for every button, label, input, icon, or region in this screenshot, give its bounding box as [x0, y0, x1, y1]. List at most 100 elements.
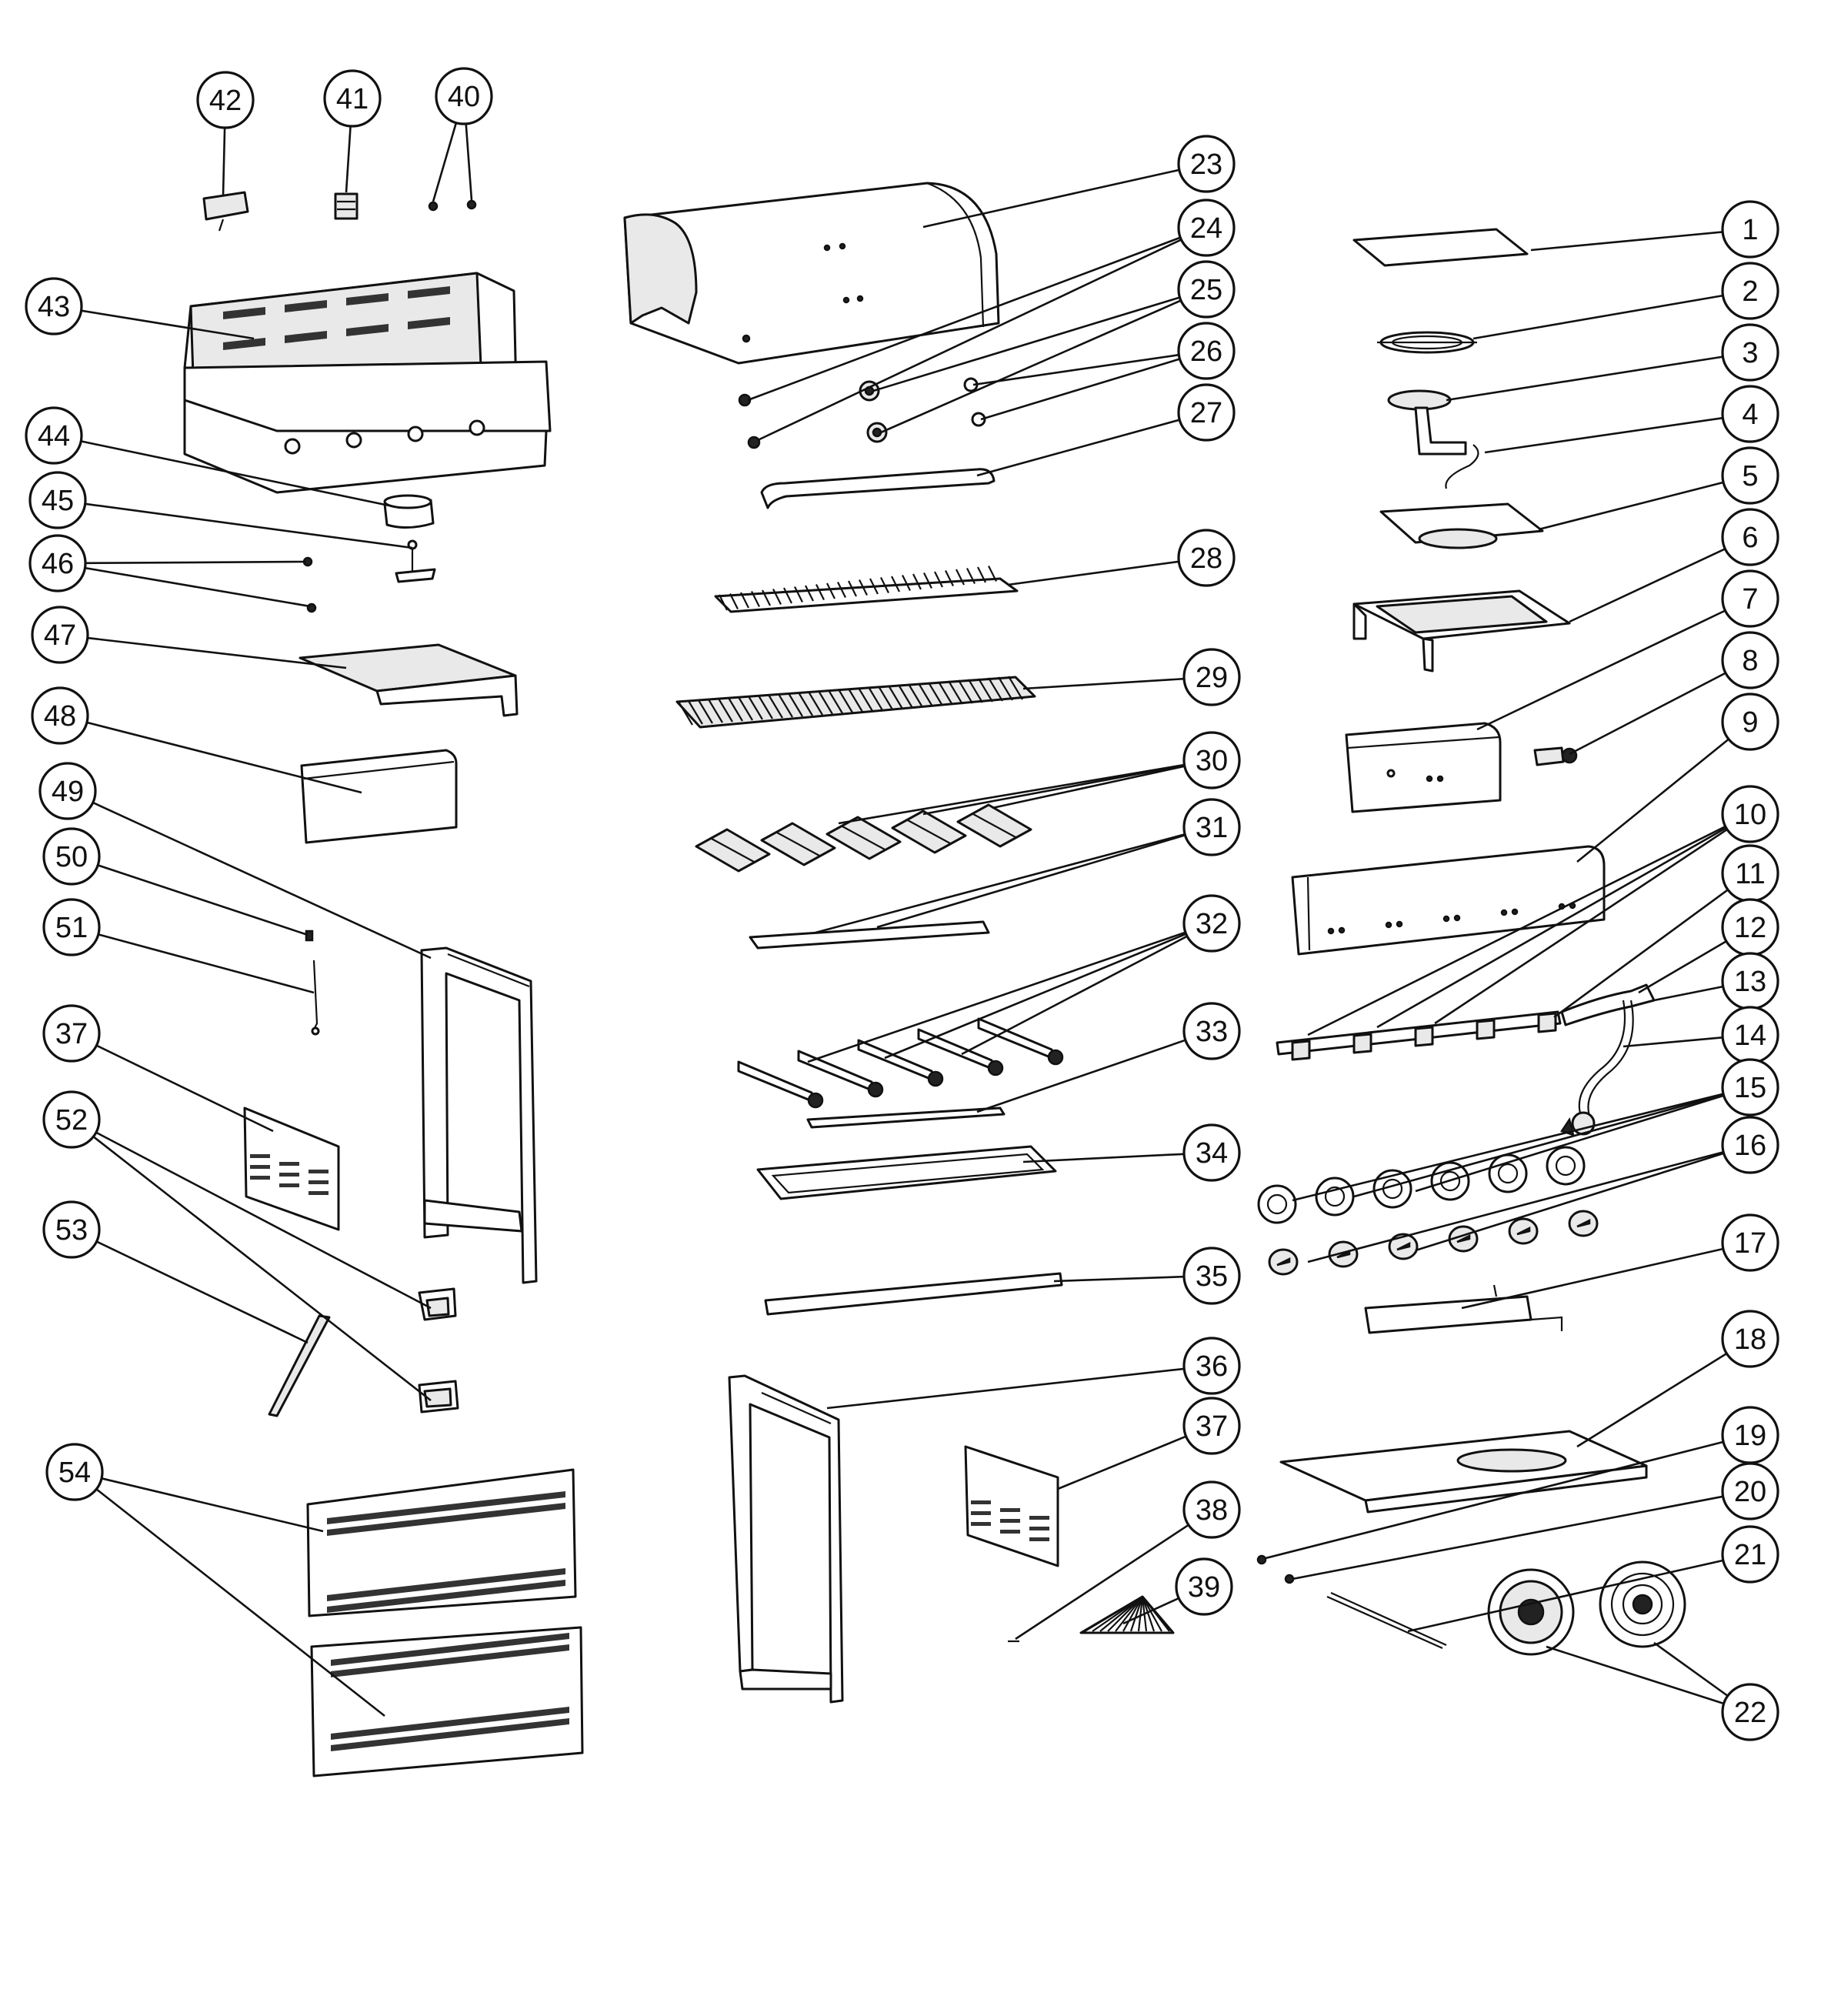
- lid-part: [623, 182, 1000, 365]
- callout-label: 38: [1196, 1494, 1228, 1527]
- callout-label: 39: [1188, 1571, 1220, 1604]
- handle-part: [760, 468, 996, 509]
- side-burner-frame-part: [1352, 589, 1571, 673]
- callout-circle: [1721, 1683, 1779, 1741]
- leader-line-c7-0: [1476, 609, 1726, 731]
- leader-line-c30-2: [992, 765, 1186, 809]
- leader-line-c28-0: [1007, 560, 1179, 586]
- leader-line-c15-0: [1292, 1093, 1724, 1202]
- heat-bar-part: [749, 920, 990, 950]
- callout-c19: 19: [1721, 1406, 1779, 1464]
- callout-label: 9: [1742, 706, 1758, 739]
- leader-line-c43-0: [81, 309, 255, 340]
- callout-circle: [42, 1004, 101, 1063]
- callout-c30: 30: [1182, 731, 1241, 789]
- leader-line-c26-0: [972, 353, 1179, 386]
- leader-line-c44-0: [80, 440, 401, 509]
- callout-c32: 32: [1182, 894, 1241, 953]
- control-knob-parts: [1268, 1210, 1599, 1276]
- leader-line-c40-0: [432, 122, 458, 202]
- callout-label: 31: [1196, 812, 1228, 844]
- callout-c15: 15: [1721, 1058, 1779, 1116]
- callout-label: 10: [1734, 799, 1766, 831]
- callout-circle: [1182, 894, 1241, 953]
- callout-label: 44: [38, 420, 70, 452]
- callout-circle: [31, 606, 89, 664]
- leader-line-c31-0: [815, 833, 1186, 934]
- side-burner-panel-part: [1345, 722, 1502, 813]
- callout-label: 54: [58, 1457, 91, 1489]
- leader-line-c32-0: [807, 931, 1186, 1063]
- leader-line-c26-1: [980, 358, 1180, 421]
- leader-line-c52-1: [92, 1136, 432, 1402]
- leader-line-c25-0: [872, 296, 1180, 392]
- leader-line-c12-0: [1638, 940, 1727, 994]
- callout-circle: [1177, 260, 1236, 319]
- callout-c31: 31: [1182, 798, 1241, 856]
- leader-line-c17-0: [1461, 1247, 1724, 1310]
- callout-label: 40: [448, 81, 480, 113]
- callout-label: 5: [1742, 460, 1758, 492]
- callout-c40: 40: [435, 67, 493, 125]
- callout-label: 43: [38, 291, 70, 323]
- firebox-part: [183, 272, 552, 494]
- leader-line-c30-1: [922, 764, 1185, 816]
- crossover-part: [806, 1106, 1006, 1129]
- callout-circle: [25, 406, 83, 465]
- leader-line-c36-0: [826, 1367, 1185, 1410]
- callout-c48: 48: [31, 686, 89, 745]
- callout-label: 32: [1196, 908, 1228, 940]
- leader-line-c14-0: [1623, 1036, 1723, 1048]
- callout-label: 26: [1190, 335, 1222, 368]
- callout-c42: 42: [196, 71, 255, 129]
- side-burner-grate-part: [1377, 331, 1477, 354]
- callout-c24: 24: [1177, 199, 1236, 257]
- leader-line-c38-0: [1015, 1524, 1189, 1641]
- leader-line-c32-1: [884, 933, 1187, 1060]
- callout-label: 53: [55, 1214, 88, 1247]
- callout-c5: 5: [1721, 446, 1779, 505]
- caster-parts: [418, 1287, 459, 1414]
- parts-layer: [183, 182, 1686, 1777]
- callout-circle: [1721, 1462, 1779, 1520]
- callout-circle: [1182, 731, 1241, 789]
- callout-label: 41: [336, 83, 369, 115]
- shelf-front-part: [300, 749, 458, 844]
- callout-circle: [1177, 135, 1236, 193]
- leader-line-c10-1: [1376, 826, 1727, 1029]
- callout-circle: [1175, 1557, 1233, 1616]
- cabinet-door-parts: [306, 1468, 584, 1777]
- callout-circle: [1182, 1337, 1241, 1395]
- callout-c8: 8: [1721, 631, 1779, 689]
- leader-line-c54-1: [95, 1488, 385, 1717]
- callout-circle: [1182, 1002, 1241, 1060]
- leader-line-c46-1: [85, 566, 311, 608]
- callout-label: 34: [1196, 1137, 1228, 1170]
- manifold-part: [1276, 983, 1656, 1061]
- callout-circle: [1721, 569, 1779, 628]
- leader-line-c51-0: [98, 933, 315, 994]
- callout-circle: [1721, 1213, 1779, 1272]
- leader-line-c42-0: [222, 127, 226, 197]
- callout-label: 20: [1734, 1476, 1766, 1508]
- callout-circle: [1182, 1123, 1241, 1182]
- callout-c13: 13: [1721, 952, 1779, 1010]
- callout-label: 29: [1196, 662, 1228, 694]
- callout-circle: [1721, 1310, 1779, 1368]
- side-panel-right-part: [964, 1445, 1059, 1567]
- callout-c53: 53: [42, 1200, 101, 1259]
- callout-c41: 41: [323, 69, 382, 128]
- leader-line-c35-0: [1053, 1275, 1185, 1283]
- leader-line-c45-0: [85, 502, 413, 549]
- leader-line-c30-0: [838, 763, 1185, 825]
- callout-circle: [196, 71, 255, 129]
- leader-line-c31-1: [876, 834, 1186, 929]
- callout-circle: [1721, 1058, 1779, 1116]
- wire-parts: [305, 930, 320, 1036]
- callout-c21: 21: [1721, 1525, 1779, 1584]
- leader-line-c3-0: [1446, 355, 1723, 402]
- callout-c33: 33: [1182, 1002, 1241, 1060]
- callout-c18: 18: [1721, 1310, 1779, 1368]
- callout-label: 17: [1734, 1227, 1766, 1260]
